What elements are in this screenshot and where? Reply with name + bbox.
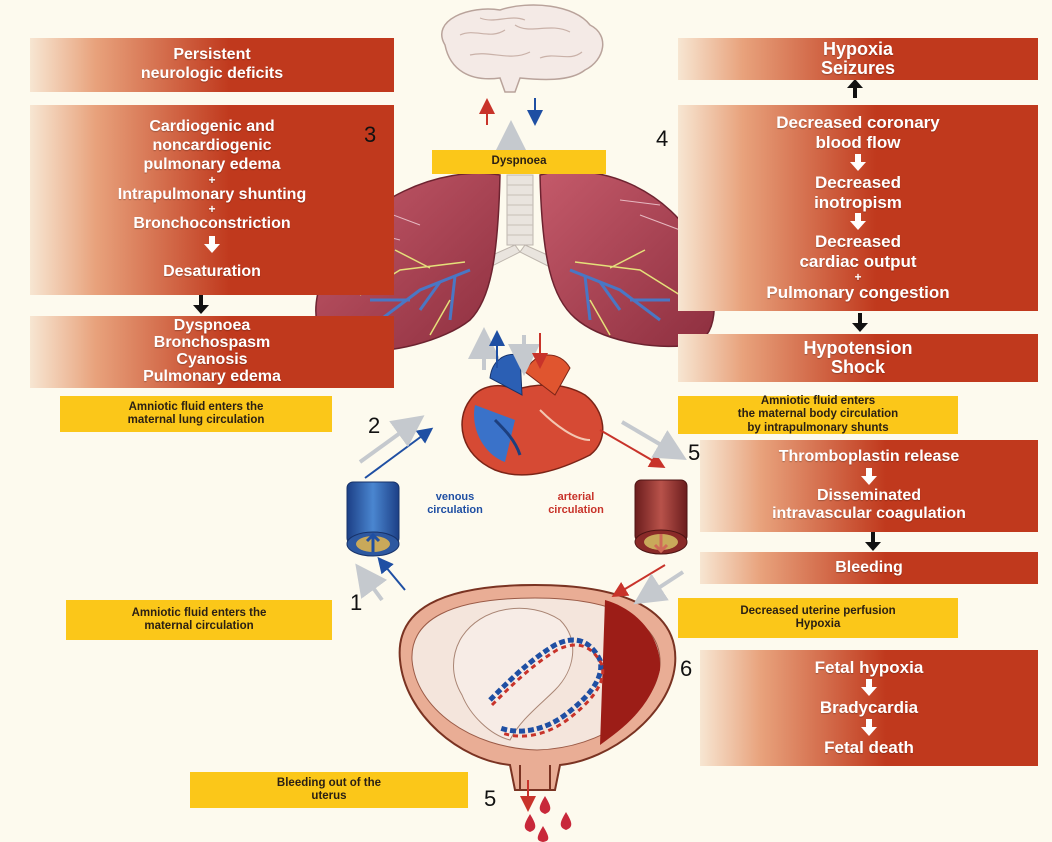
step-number-6: 6 bbox=[680, 656, 692, 682]
artery-icon bbox=[635, 480, 687, 554]
box-line: Shock bbox=[831, 358, 885, 377]
down-arrow-icon bbox=[861, 687, 877, 696]
arterial-circulation-label: arterial circulation bbox=[528, 491, 624, 516]
label-dyspnoea: Dyspnoea bbox=[432, 150, 606, 174]
plus-sign: + bbox=[854, 272, 861, 283]
plus-sign: + bbox=[208, 175, 215, 186]
box-line: Persistent bbox=[173, 46, 250, 65]
down-arrow-icon bbox=[861, 727, 877, 736]
label-text: the maternal body circulation bbox=[738, 408, 898, 421]
label-text: Amniotic fluid enters bbox=[761, 395, 875, 408]
box-line: Hypoxia bbox=[823, 40, 893, 59]
box-hypotension-shock: Hypotension Shock bbox=[678, 334, 1038, 382]
label-text: maternal lung circulation bbox=[128, 414, 265, 427]
venous-circulation-label: venous circulation bbox=[410, 491, 500, 516]
label-text: uterus bbox=[311, 790, 346, 803]
step-number-2: 2 bbox=[368, 413, 380, 439]
label-maternal-circulation: Amniotic fluid enters the maternal circu… bbox=[66, 600, 332, 640]
label-text: Dyspnoea bbox=[492, 155, 547, 168]
box-line: Fetal hypoxia bbox=[815, 658, 924, 678]
box-line: Fetal death bbox=[824, 738, 914, 758]
box-line: pulmonary edema bbox=[144, 156, 281, 175]
label-text: Hypoxia bbox=[796, 618, 841, 631]
vein-icon bbox=[347, 482, 399, 556]
uterus-fetus-icon bbox=[400, 585, 676, 790]
box-line: Bradycardia bbox=[820, 698, 918, 718]
label-text: Bleeding out of the bbox=[277, 777, 381, 790]
label-text: circulation bbox=[528, 504, 624, 517]
box-hypoxia-seizures: Hypoxia Seizures bbox=[678, 38, 1038, 80]
step-number-4: 4 bbox=[656, 126, 668, 152]
box-fetal-outcome: Fetal hypoxia Bradycardia Fetal death bbox=[700, 650, 1038, 766]
blood-drop-icon bbox=[525, 796, 572, 842]
box-line: intravascular coagulation bbox=[772, 505, 966, 524]
label-text: Amniotic fluid enters the bbox=[132, 607, 267, 620]
box-line: Bronchospasm bbox=[154, 335, 270, 352]
brain-icon bbox=[442, 5, 603, 92]
label-text: Amniotic fluid enters the bbox=[129, 401, 264, 414]
label-text: venous bbox=[410, 491, 500, 504]
step-number-3: 3 bbox=[364, 122, 376, 148]
box-line: Pulmonary congestion bbox=[766, 283, 949, 303]
label-text: Decreased uterine perfusion bbox=[740, 605, 895, 618]
heart-icon bbox=[462, 354, 603, 475]
down-arrow-icon bbox=[204, 244, 220, 253]
step-number-5-bottom: 5 bbox=[484, 786, 496, 812]
box-respiratory-symptoms: Dyspnoea Bronchospasm Cyanosis Pulmonary… bbox=[30, 316, 394, 388]
box-line: Dyspnoea bbox=[174, 318, 250, 335]
plus-sign: + bbox=[208, 204, 215, 215]
box-line: Thromboplastin release bbox=[779, 448, 960, 467]
box-line: blood flow bbox=[816, 133, 901, 153]
down-arrow-icon bbox=[850, 162, 866, 171]
step-number-5-top: 5 bbox=[688, 440, 700, 466]
label-text: arterial bbox=[528, 491, 624, 504]
box-line: Cardiogenic and bbox=[149, 118, 274, 137]
label-lung-circulation: Amniotic fluid enters the maternal lung … bbox=[60, 396, 332, 432]
box-line: Desaturation bbox=[163, 263, 261, 282]
box-line: Pulmonary edema bbox=[143, 369, 281, 386]
box-line: Bronchoconstriction bbox=[133, 215, 290, 234]
label-uterine-perfusion: Decreased uterine perfusion Hypoxia bbox=[678, 598, 958, 638]
label-text: maternal circulation bbox=[144, 620, 253, 633]
label-text: circulation bbox=[410, 504, 500, 517]
step-number-1: 1 bbox=[350, 590, 362, 616]
down-arrow-icon bbox=[850, 221, 866, 230]
label-bleeding-out: Bleeding out of the uterus bbox=[190, 772, 468, 808]
box-line: inotropism bbox=[814, 193, 902, 213]
box-coagulation: Thromboplastin release Disseminated intr… bbox=[700, 440, 1038, 532]
box-line: Disseminated bbox=[817, 487, 921, 506]
box-line: Hypotension bbox=[803, 339, 912, 358]
box-cardiac-mechanisms: Decreased coronary blood flow Decreased … bbox=[678, 105, 1038, 311]
label-text: by intrapulmonary shunts bbox=[747, 422, 888, 435]
box-bleeding: Bleeding bbox=[700, 552, 1038, 584]
box-line: Decreased coronary bbox=[776, 113, 939, 133]
box-line: Bleeding bbox=[835, 559, 903, 578]
box-pulmonary-mechanisms: Cardiogenic and noncardiogenic pulmonary… bbox=[30, 105, 394, 295]
box-line: Decreased bbox=[815, 232, 901, 252]
box-neurologic-deficits: Persistent neurologic deficits bbox=[30, 38, 394, 92]
box-line: Decreased bbox=[815, 173, 901, 193]
box-line: cardiac output bbox=[799, 252, 916, 272]
box-line: noncardiogenic bbox=[152, 137, 271, 156]
label-body-circulation: Amniotic fluid enters the maternal body … bbox=[678, 396, 958, 434]
box-line: Seizures bbox=[821, 59, 895, 78]
down-arrow-icon bbox=[861, 476, 877, 485]
box-line: Cyanosis bbox=[176, 352, 247, 369]
box-line: neurologic deficits bbox=[141, 65, 283, 84]
